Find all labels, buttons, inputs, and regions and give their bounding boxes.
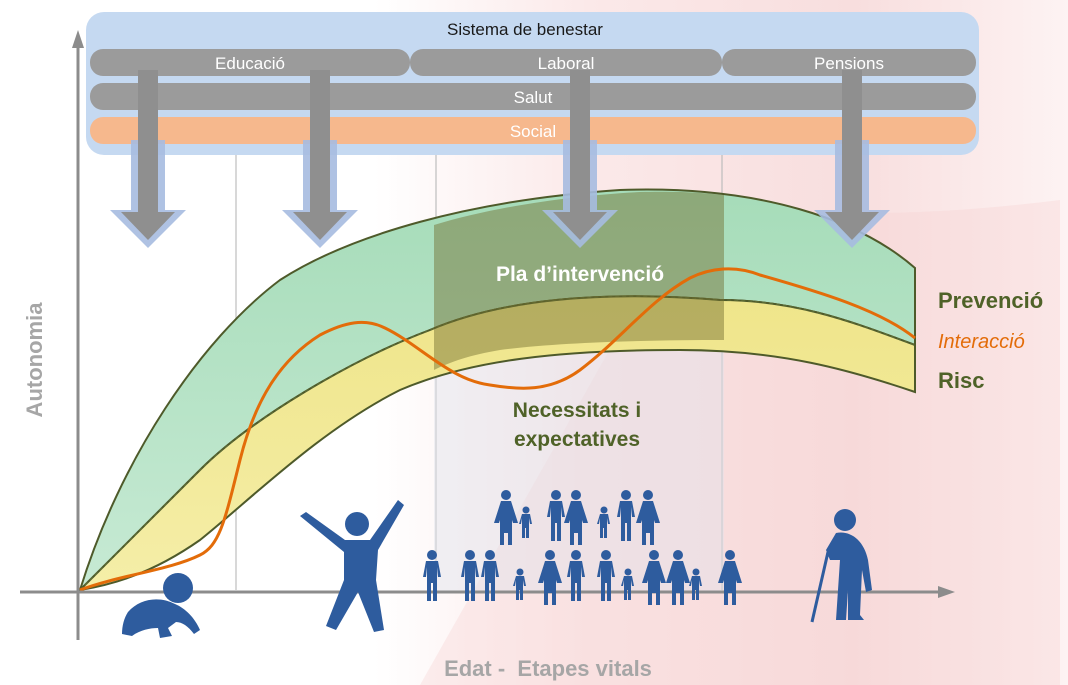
interaction-label: Interacció xyxy=(938,331,1025,353)
educacio-bar xyxy=(90,49,410,76)
prevention-risk-boundary xyxy=(79,295,916,591)
child-jumping-icon xyxy=(300,500,404,632)
x-axis-label: Edat - Etapes vitals xyxy=(444,656,652,681)
down-arrow-icon xyxy=(282,70,358,248)
elderly-with-cane-icon xyxy=(810,509,872,623)
system-title: Sistema de benestar xyxy=(447,20,603,39)
salut-label: Salut xyxy=(514,88,553,107)
social-label: Social xyxy=(510,122,556,141)
service-arrows xyxy=(110,70,890,248)
pensions-bar xyxy=(722,49,976,76)
down-arrow-icon xyxy=(814,70,890,248)
plan-label: Pla d’intervenció xyxy=(496,263,664,286)
pensions-label: Pensions xyxy=(814,54,884,73)
interaction-line xyxy=(79,267,916,592)
risk-label: Risc xyxy=(938,368,984,393)
plan-region xyxy=(434,191,724,370)
y-axis-label: Autonomia xyxy=(22,302,47,418)
laboral-bar xyxy=(410,49,722,76)
service-bars xyxy=(90,49,976,144)
prevention-label: Prevenció xyxy=(938,288,1043,313)
needs-label-line1: Necessitats i xyxy=(513,399,641,422)
baby-crawling-icon xyxy=(122,573,200,638)
down-arrow-icon xyxy=(542,70,618,248)
educacio-label: Educació xyxy=(215,54,285,73)
needs-label-line2: expectatives xyxy=(514,428,640,451)
down-arrow-icon xyxy=(110,70,186,248)
laboral-label: Laboral xyxy=(538,54,595,73)
